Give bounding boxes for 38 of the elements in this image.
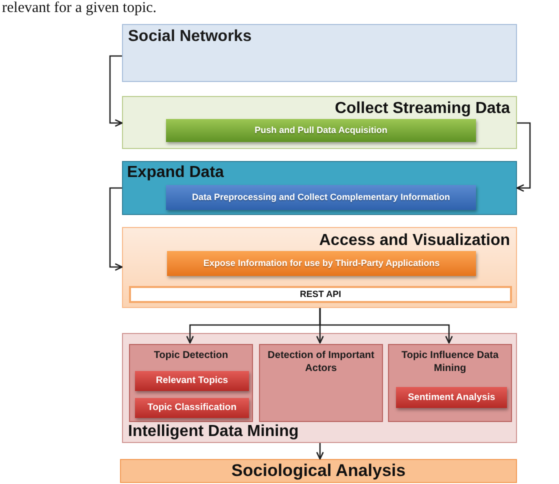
source-panel [122, 24, 517, 82]
api-bar [129, 286, 512, 303]
connector-arrow [516, 122, 531, 192]
panel-title: Sociological Analysis [231, 461, 406, 481]
task-label: Relevant Topics [156, 375, 228, 387]
stage-panel [122, 161, 517, 215]
panel-title: Intelligent Data Mining [128, 423, 299, 441]
task-label: Topic Classification [147, 402, 237, 414]
process-bar [166, 119, 476, 142]
module-box [388, 344, 512, 422]
paragraph-text: relevant for a given topic. [2, 0, 157, 16]
task-label: Sentiment Analysis [408, 392, 496, 404]
task-bar [135, 371, 249, 391]
connector-arrow [109, 55, 123, 127]
connector-arrow [316, 443, 324, 460]
panel-title: Collect Streaming Data [334, 100, 510, 118]
bar-label: Expose Information for use by Third-Party Applications [203, 258, 440, 269]
module-title: Topic Detection [154, 349, 228, 362]
bar-label: Data Preprocessing and Collect Complementary Information [192, 192, 450, 203]
stage-panel [122, 96, 517, 149]
connector-arrow [109, 187, 123, 271]
module-title: Topic Influence Data Mining [400, 349, 500, 375]
process-bar [167, 251, 476, 276]
module-box [259, 344, 383, 422]
process-bar [166, 185, 476, 210]
connector-arrow [319, 308, 453, 344]
stage-panel [120, 459, 517, 483]
stage-panel [122, 227, 517, 308]
task-bar [396, 387, 507, 408]
bar-label: Push and Pull Data Acquisition [254, 125, 388, 136]
panel-title: Social Networks [128, 27, 252, 47]
task-bar [135, 398, 249, 418]
panel-title: Access and Visualization [319, 232, 510, 250]
panel-title: Expand Data [127, 163, 224, 183]
stage-panel [122, 333, 517, 443]
module-box [129, 344, 253, 422]
module-title: Detection of Important Actors [266, 349, 376, 375]
bar-label: REST API [300, 289, 342, 300]
